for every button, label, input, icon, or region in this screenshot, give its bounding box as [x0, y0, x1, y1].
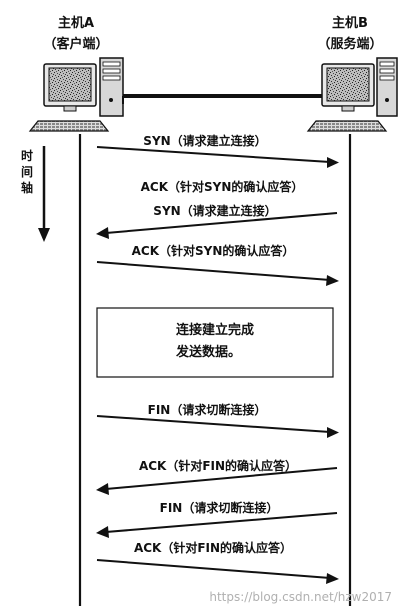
message-label: SYN（请求建立连接） [153, 203, 276, 218]
message-label: FIN（请求切断连接） [160, 500, 279, 515]
host-a-name: 主机A [58, 15, 94, 31]
message-8: ACK（针对FIN的确认应答） [96, 540, 339, 584]
message-label: ACK（针对FIN的确认应答） [139, 458, 297, 473]
arrowhead [326, 275, 339, 286]
arrowhead [96, 483, 109, 495]
message-arrow [105, 467, 338, 490]
message-5: FIN（请求切断连接） [96, 402, 339, 438]
message-2: ACK（针对SYN的确认应答） [141, 179, 304, 194]
arrowhead [327, 427, 339, 438]
time-axis-arrowhead [38, 228, 50, 242]
message-arrow [96, 559, 331, 579]
watermark: https://blog.csdn.net/hzw2017 [209, 590, 392, 604]
arrowhead [96, 227, 109, 239]
message-label: ACK（针对FIN的确认应答） [134, 540, 292, 555]
message-label: FIN（请求切断连接） [148, 402, 267, 417]
time-axis-char-1: 时 [21, 148, 33, 163]
message-arrow [105, 512, 338, 533]
connection-established-box: 连接建立完成 发送数据。 [96, 307, 334, 378]
message-arrow [96, 261, 331, 281]
message-label: SYN（请求建立连接） [143, 133, 266, 148]
computer-b-icon [306, 57, 398, 132]
message-7: FIN（请求切断连接） [96, 500, 338, 538]
time-axis-char-2: 间 [21, 164, 33, 179]
message-arrow [96, 415, 331, 433]
box-line-1: 连接建立完成 [176, 322, 254, 338]
computer-a-icon [28, 57, 124, 132]
host-b-role: （服务端） [317, 36, 382, 52]
message-label: ACK（针对SYN的确认应答） [132, 243, 295, 258]
time-axis-char-3: 轴 [21, 180, 33, 195]
message-arrow [96, 146, 331, 163]
arrowhead [96, 526, 109, 538]
message-label: ACK（针对SYN的确认应答） [141, 179, 304, 194]
message-6: ACK（针对FIN的确认应答） [96, 458, 338, 495]
message-1: SYN（请求建立连接） [96, 133, 339, 168]
message-3: SYN（请求建立连接） [96, 203, 338, 239]
host-b-name: 主机B [332, 15, 368, 31]
box-line-2: 发送数据。 [175, 344, 241, 360]
message-arrow [105, 212, 338, 234]
arrowhead [326, 573, 339, 584]
host-a-role: （客户端） [43, 36, 108, 52]
message-4: ACK（针对SYN的确认应答） [96, 243, 339, 286]
arrowhead [327, 157, 339, 168]
